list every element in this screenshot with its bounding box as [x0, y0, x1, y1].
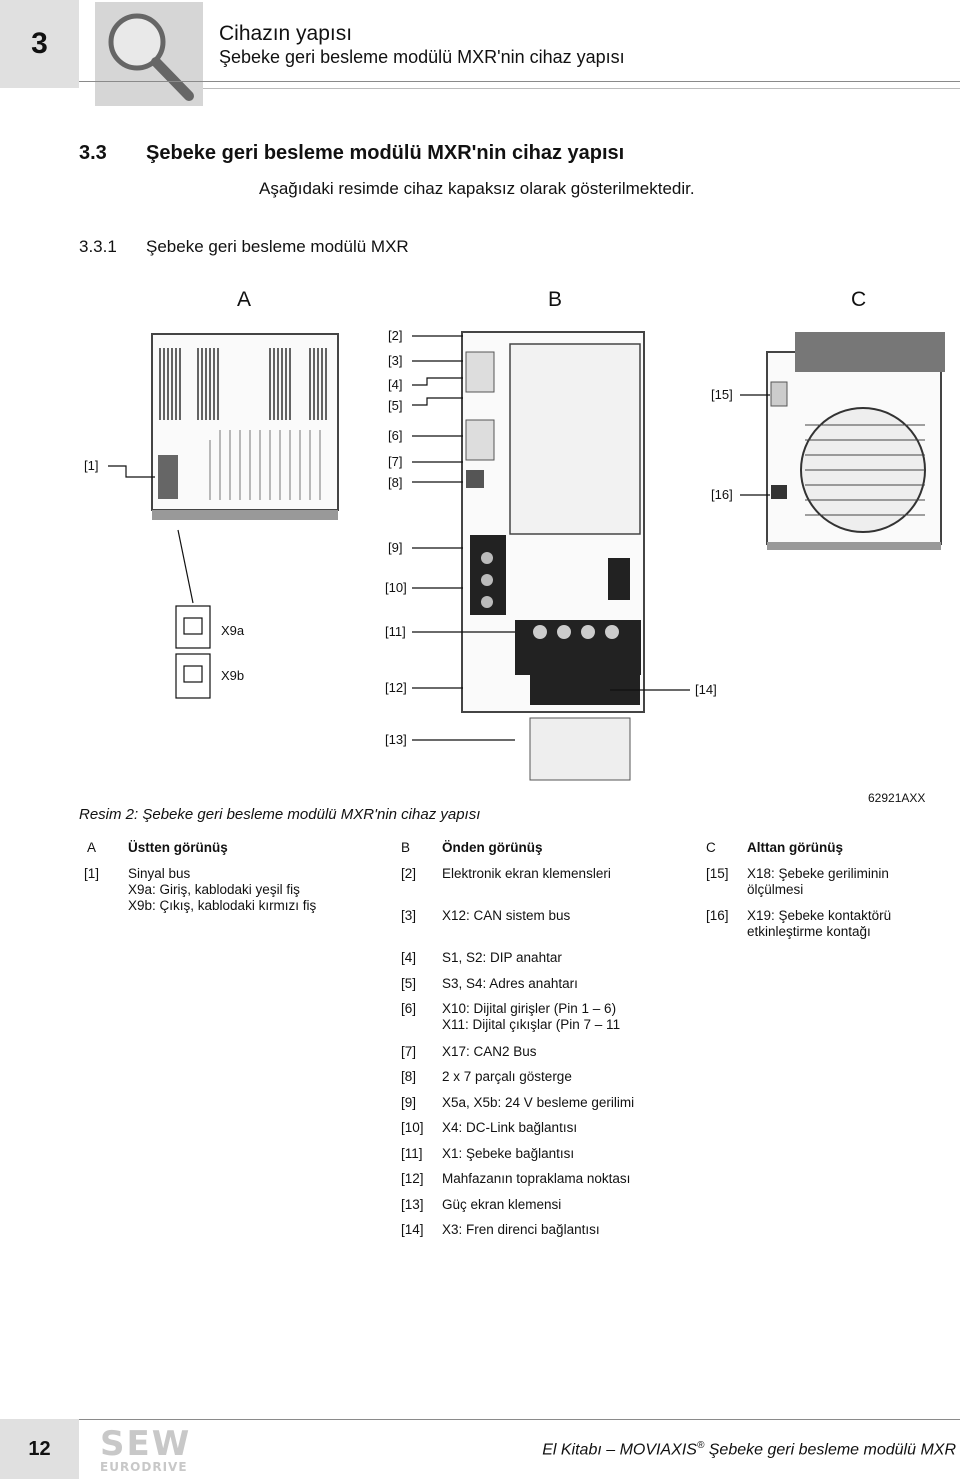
section-intro: Aşağıdaki resimde cihaz kapaksız olarak …	[259, 179, 695, 198]
page-number-tab: 12	[0, 1419, 79, 1479]
top-view-device-drawing	[151, 333, 339, 520]
callout-12: [12]	[385, 680, 407, 695]
legend-key: [13]	[401, 1197, 424, 1212]
figure-caption: Resim 2: Şebeke geri besleme modülü MXR'…	[79, 806, 481, 823]
legend-key: [3]	[401, 908, 417, 923]
callout-8: [8]	[388, 475, 403, 490]
callout-11: [11]	[385, 624, 406, 639]
chapter-number-tab: 3	[0, 0, 79, 88]
legend-text: X12: CAN sistem bus	[442, 908, 571, 923]
legend-key: [11]	[401, 1146, 423, 1161]
chapter-number: 3	[31, 27, 48, 60]
legend-key: [16]	[706, 908, 729, 923]
legend-text: X4: DC-Link bağlantısı	[442, 1120, 578, 1135]
legend-key: [12]	[401, 1171, 424, 1186]
bottom-view-device-drawing	[766, 332, 945, 550]
legend-key: [5]	[401, 976, 417, 991]
legend-text: S3, S4: Adres anahtarı	[442, 976, 578, 991]
legend-text: X10: Dijital girişler (Pin 1 – 6) X11: D…	[442, 1001, 621, 1032]
figure-code: 62921AXX	[868, 791, 926, 805]
header-title: Cihazın yapısı	[219, 22, 353, 45]
header-rule	[79, 81, 960, 82]
legend-text: Mahfazanın topraklama noktası	[442, 1171, 631, 1186]
callout-leader-lines	[108, 335, 770, 741]
page-number: 12	[28, 1437, 51, 1460]
subsection-title: Şebeke geri besleme modülü MXR	[146, 237, 409, 256]
legend-key: [15]	[706, 866, 729, 881]
header-subtitle: Şebeke geri besleme modülü MXR'nin cihaz…	[219, 47, 625, 67]
view-letter-b: B	[548, 288, 563, 311]
legend-text: X17: CAN2 Bus	[442, 1044, 537, 1059]
legend-text: Elektronik ekran klemensleri	[442, 866, 611, 881]
legend-key: [7]	[401, 1044, 417, 1059]
legend-c-letter: C	[706, 840, 716, 855]
legend-text: X1: Şebeke bağlantısı	[442, 1146, 575, 1161]
legend-text: Güç ekran klemensi	[442, 1197, 562, 1212]
footer-document-title: El Kitabı – MOVIAXIS® Şebeke geri beslem…	[542, 1440, 956, 1459]
callout-15: [15]	[711, 387, 733, 402]
front-view-device-drawing	[461, 331, 645, 781]
legend-key: [14]	[401, 1222, 424, 1237]
legend-key: [8]	[401, 1069, 417, 1084]
legend-key: [10]	[401, 1120, 424, 1135]
section-number: 3.3	[79, 142, 107, 164]
view-letter-a: A	[237, 288, 252, 311]
legend-text: X19: Şebeke kontaktörü etkinleştirme kon…	[747, 908, 892, 939]
legend-key: [9]	[401, 1095, 417, 1110]
legend-text: X18: Şebeke geriliminin ölçülmesi	[747, 866, 889, 897]
section-title: Şebeke geri besleme modülü MXR'nin cihaz…	[146, 142, 625, 164]
callout-9: [9]	[388, 540, 403, 555]
legend-key: [2]	[401, 866, 417, 881]
magnifier-icon	[95, 2, 203, 106]
subsection-number: 3.3.1	[79, 237, 117, 256]
callout-3: [3]	[388, 353, 403, 368]
callout-5: [5]	[388, 398, 403, 413]
footer-rule	[79, 1419, 960, 1420]
legend-text: X3: Fren direnci bağlantısı	[442, 1222, 600, 1237]
legend-text: S1, S2: DIP anahtar	[442, 950, 562, 965]
connector-x9a-label: X9a	[221, 623, 245, 638]
callout-7: [7]	[388, 454, 403, 469]
callout-10: [10]	[385, 580, 407, 595]
callout-6: [6]	[388, 428, 403, 443]
header-rule-lower	[203, 88, 960, 89]
callout-14: [14]	[695, 682, 717, 697]
callout-1: [1]	[84, 458, 99, 473]
legend-key: [6]	[401, 1001, 417, 1016]
callout-16: [16]	[711, 487, 733, 502]
legend-text: 2 x 7 parçalı gösterge	[442, 1069, 572, 1084]
legend-c-heading: Alttan görünüş	[747, 840, 843, 855]
callout-2: [2]	[388, 328, 403, 343]
legend-text: Sinyal bus X9a: Giriş, kablodaki yeşil f…	[128, 866, 317, 913]
callout-13: [13]	[385, 732, 407, 747]
legend-text: X5a, X5b: 24 V besleme gerilimi	[442, 1095, 635, 1110]
legend-a-heading: Üstten görünüş	[128, 840, 228, 855]
legend-key: [1]	[84, 866, 100, 881]
legend-a-letter: A	[87, 840, 97, 855]
legend-key: [4]	[401, 950, 417, 965]
connector-x9b-label: X9b	[221, 668, 245, 683]
legend-b-heading: Önden görünüş	[442, 840, 543, 855]
view-letter-c: C	[851, 288, 867, 311]
sew-logo: SEW EURODRIVE	[100, 1424, 192, 1474]
callout-4: [4]	[388, 377, 403, 392]
legend-b-letter: B	[401, 840, 411, 855]
